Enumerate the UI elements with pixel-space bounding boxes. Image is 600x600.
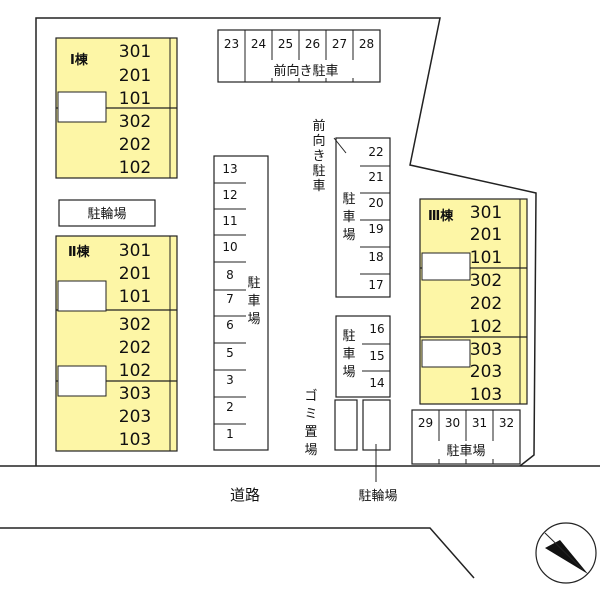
garbage-area-label: ミ <box>304 407 317 422</box>
parking-space: 3 <box>226 373 234 387</box>
bicycle-parking-left <box>58 199 156 227</box>
parking-space: 26 <box>305 37 320 51</box>
garbage-area-label: 場 <box>304 443 317 458</box>
parking-space: 8 <box>226 268 234 282</box>
front-facing-parking-note: き <box>312 149 325 164</box>
building-II: Ⅱ棟 301 201 101 302 202 102 303 203 103 <box>55 235 178 452</box>
unit-number: 302 <box>119 315 151 335</box>
building-III-name: Ⅲ棟 <box>428 208 454 224</box>
parking-space: 14 <box>369 376 384 390</box>
parking-space: 18 <box>368 250 383 264</box>
front-facing-parking-note: 車 <box>312 179 325 194</box>
front-facing-parking-note: 前 <box>312 118 325 134</box>
parking-space: 1 <box>226 427 234 441</box>
parking-space: 6 <box>226 318 234 332</box>
parking-space: 13 <box>222 162 237 176</box>
bicycle-parking-left-label: 駐輪場 <box>87 206 126 222</box>
parking-top-front: 23 24 25 26 27 28 前向き駐車 <box>217 29 381 83</box>
parking-space: 25 <box>278 37 293 51</box>
unit-number: 301 <box>119 42 151 62</box>
garbage-area-label: 置 <box>304 425 317 440</box>
parking-space: 22 <box>368 145 383 159</box>
unit-number: 203 <box>470 362 502 382</box>
parking-top-front-label: 前向き駐車 <box>273 63 338 79</box>
unit-number: 203 <box>119 407 151 427</box>
unit-number: 102 <box>119 361 151 381</box>
garbage-area-label: ゴ <box>304 388 317 404</box>
road-label: 道路 <box>230 486 260 504</box>
parking-right-lower: 16 15 14 駐車場 <box>335 315 391 398</box>
north-arrow-icon <box>535 522 597 584</box>
parking-space: 29 <box>418 416 433 430</box>
unit-number: 302 <box>470 271 502 291</box>
parking-space: 12 <box>222 188 237 202</box>
unit-number: 302 <box>119 112 151 132</box>
front-facing-parking-note: 向 <box>312 133 325 149</box>
bicycle-parking-bottom-label: 駐輪場 <box>358 488 397 504</box>
parking-space: 27 <box>332 37 347 51</box>
parking-space: 15 <box>369 349 384 363</box>
parking-space: 11 <box>222 214 237 228</box>
parking-center: 13 12 11 10 8 7 6 5 3 2 1 駐車場 <box>213 155 269 451</box>
parking-space: 23 <box>224 37 239 51</box>
unit-number: 301 <box>470 203 502 223</box>
unit-number: 101 <box>119 287 151 307</box>
unit-number: 102 <box>119 158 151 178</box>
parking-right-upper-label: 駐 <box>342 192 355 207</box>
parking-space: 19 <box>368 222 383 236</box>
unit-number: 102 <box>470 317 502 337</box>
parking-space: 10 <box>222 240 237 254</box>
parking-space: 16 <box>369 322 384 336</box>
unit-number: 103 <box>470 385 502 405</box>
parking-space: 2 <box>226 400 234 414</box>
building-I: Ⅰ棟 301 201 101 302 202 102 <box>55 37 178 179</box>
parking-center-label: 場 <box>247 312 260 327</box>
parking-space: 17 <box>368 278 383 292</box>
unit-number: 201 <box>119 264 151 284</box>
building-I-name: Ⅰ棟 <box>70 52 89 68</box>
parking-bottom-right: 29 30 31 32 駐車場 <box>411 409 521 465</box>
parking-bottom-right-label: 駐車場 <box>446 444 485 459</box>
parking-center-label: 車 <box>247 294 260 309</box>
parking-right-lower-label: 駐 <box>342 329 355 344</box>
parking-space: 24 <box>251 37 266 51</box>
parking-space: 5 <box>226 346 234 360</box>
unit-number: 303 <box>470 340 502 360</box>
parking-space: 20 <box>368 196 383 210</box>
unit-number: 301 <box>119 241 151 261</box>
parking-space: 7 <box>226 292 234 306</box>
unit-number: 303 <box>119 384 151 404</box>
parking-space: 31 <box>472 416 487 430</box>
parking-center-label: 駐 <box>247 276 260 291</box>
parking-space: 30 <box>445 416 460 430</box>
road-edge-bottom <box>0 527 475 579</box>
note-leader <box>333 137 347 154</box>
parking-right-upper-label: 車 <box>342 210 355 225</box>
bicycle-parking-bottom: 駐輪場 <box>358 399 398 504</box>
unit-number: 201 <box>470 225 502 245</box>
parking-space: 21 <box>368 170 383 184</box>
parking-space: 32 <box>499 416 514 430</box>
unit-number: 201 <box>119 66 151 86</box>
unit-number: 103 <box>119 430 151 450</box>
unit-number: 101 <box>119 89 151 109</box>
parking-right-lower-label: 場 <box>342 365 355 380</box>
building-II-name: Ⅱ棟 <box>68 244 91 260</box>
unit-number: 202 <box>119 338 151 358</box>
parking-right-upper-label: 場 <box>342 228 355 243</box>
front-facing-parking-note: 駐 <box>312 164 325 179</box>
parking-space: 28 <box>359 37 374 51</box>
unit-number: 101 <box>470 248 502 268</box>
unit-number: 202 <box>119 135 151 155</box>
site-boundary <box>35 17 537 467</box>
parking-right-lower-label: 車 <box>342 347 355 362</box>
unit-number: 202 <box>470 294 502 314</box>
